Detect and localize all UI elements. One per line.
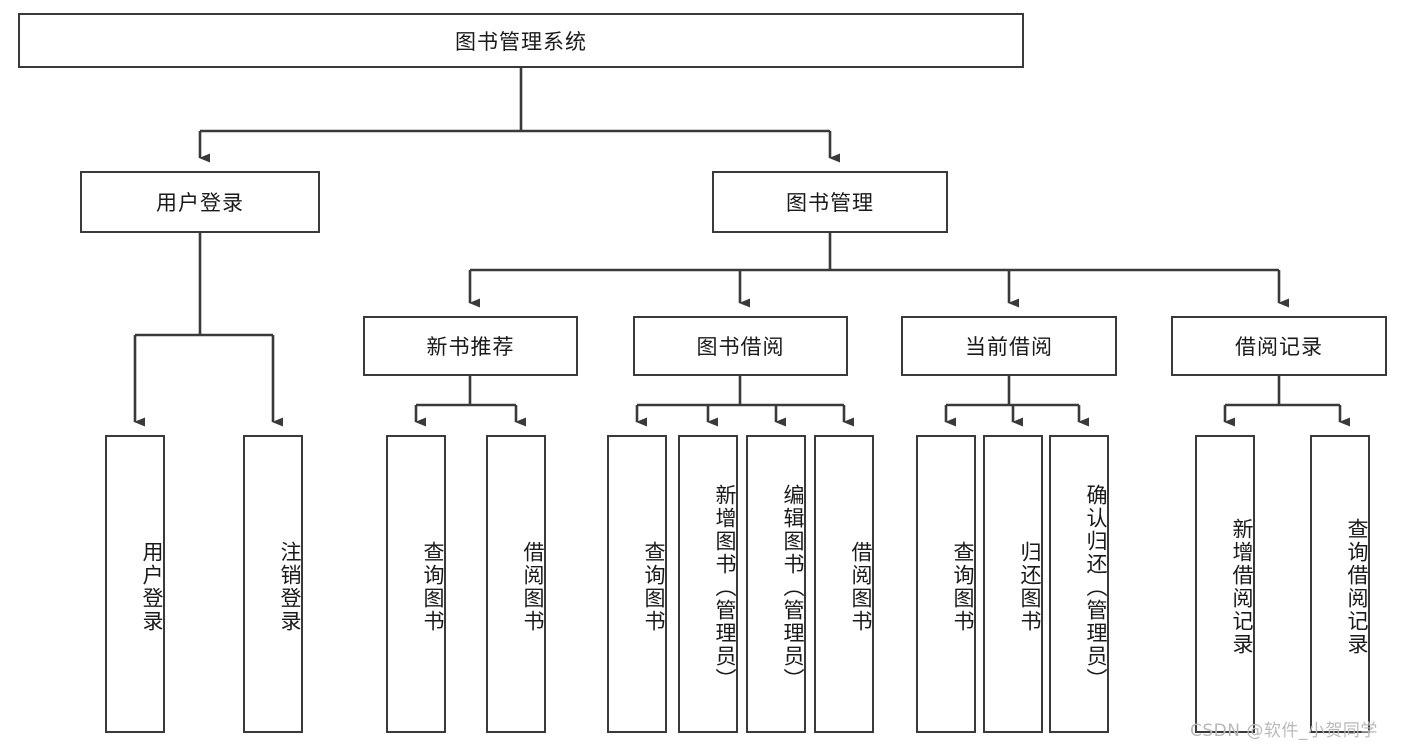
leaf-edit-book-label: 编辑图书（管理员） bbox=[781, 483, 805, 691]
node-current-borrow[interactable]: 当前借阅 bbox=[901, 316, 1117, 376]
node-book-borrow-label: 图书借阅 bbox=[696, 335, 785, 359]
leaf-query-book-cb[interactable]: 查询图书 bbox=[916, 435, 976, 733]
node-book-borrow[interactable]: 图书借阅 bbox=[633, 316, 848, 376]
leaf-edit-book[interactable]: 编辑图书（管理员） bbox=[746, 435, 806, 733]
leaf-user-logout[interactable]: 注销登录 bbox=[243, 435, 303, 733]
leaf-return-book[interactable]: 归还图书 bbox=[983, 435, 1043, 733]
node-book-manage[interactable]: 图书管理 bbox=[712, 171, 948, 233]
node-user-login[interactable]: 用户登录 bbox=[80, 171, 320, 233]
leaf-query-book-rec[interactable]: 查询图书 bbox=[386, 435, 446, 733]
node-borrow-record-label: 借阅记录 bbox=[1235, 335, 1323, 359]
node-user-login-label: 用户登录 bbox=[156, 191, 244, 215]
leaf-add-record[interactable]: 新增借阅记录 bbox=[1195, 435, 1255, 733]
leaf-borrow-book-rec[interactable]: 借阅图书 bbox=[486, 435, 546, 733]
leaf-user-logout-label: 注销登录 bbox=[278, 541, 302, 633]
node-book-manage-label: 图书管理 bbox=[786, 191, 874, 215]
node-current-borrow-label: 当前借阅 bbox=[965, 335, 1053, 359]
node-root[interactable]: 图书管理系统 bbox=[18, 13, 1024, 68]
leaf-confirm-return-label: 确认归还（管理员） bbox=[1084, 483, 1108, 691]
leaf-borrow-book-rec-label: 借阅图书 bbox=[521, 541, 545, 633]
leaf-query-book-bb-label: 查询图书 bbox=[642, 541, 666, 633]
leaf-add-book[interactable]: 新增图书（管理员） bbox=[678, 435, 738, 733]
node-borrow-record[interactable]: 借阅记录 bbox=[1171, 316, 1387, 376]
leaf-query-record-label: 查询借阅记录 bbox=[1345, 518, 1369, 656]
leaf-query-book-cb-label: 查询图书 bbox=[951, 541, 975, 633]
leaf-return-book-label: 归还图书 bbox=[1018, 541, 1042, 633]
leaf-query-book-bb[interactable]: 查询图书 bbox=[607, 435, 667, 733]
node-new-book-rec-label: 新书推荐 bbox=[426, 335, 515, 359]
leaf-user-login-label: 用户登录 bbox=[140, 541, 164, 633]
leaf-query-record[interactable]: 查询借阅记录 bbox=[1310, 435, 1370, 733]
leaf-add-book-label: 新增图书（管理员） bbox=[713, 483, 737, 691]
leaf-confirm-return[interactable]: 确认归还（管理员） bbox=[1049, 435, 1109, 733]
leaf-user-login[interactable]: 用户登录 bbox=[105, 435, 165, 733]
leaf-borrow-book-bb-label: 借阅图书 bbox=[849, 541, 873, 633]
leaf-add-record-label: 新增借阅记录 bbox=[1230, 518, 1254, 656]
node-new-book-rec[interactable]: 新书推荐 bbox=[363, 316, 578, 376]
node-root-label: 图书管理系统 bbox=[455, 29, 587, 54]
leaf-query-book-rec-label: 查询图书 bbox=[421, 541, 445, 633]
csdn-watermark: CSDN @软件_小贺同学 bbox=[1190, 721, 1378, 741]
leaf-borrow-book-bb[interactable]: 借阅图书 bbox=[814, 435, 874, 733]
